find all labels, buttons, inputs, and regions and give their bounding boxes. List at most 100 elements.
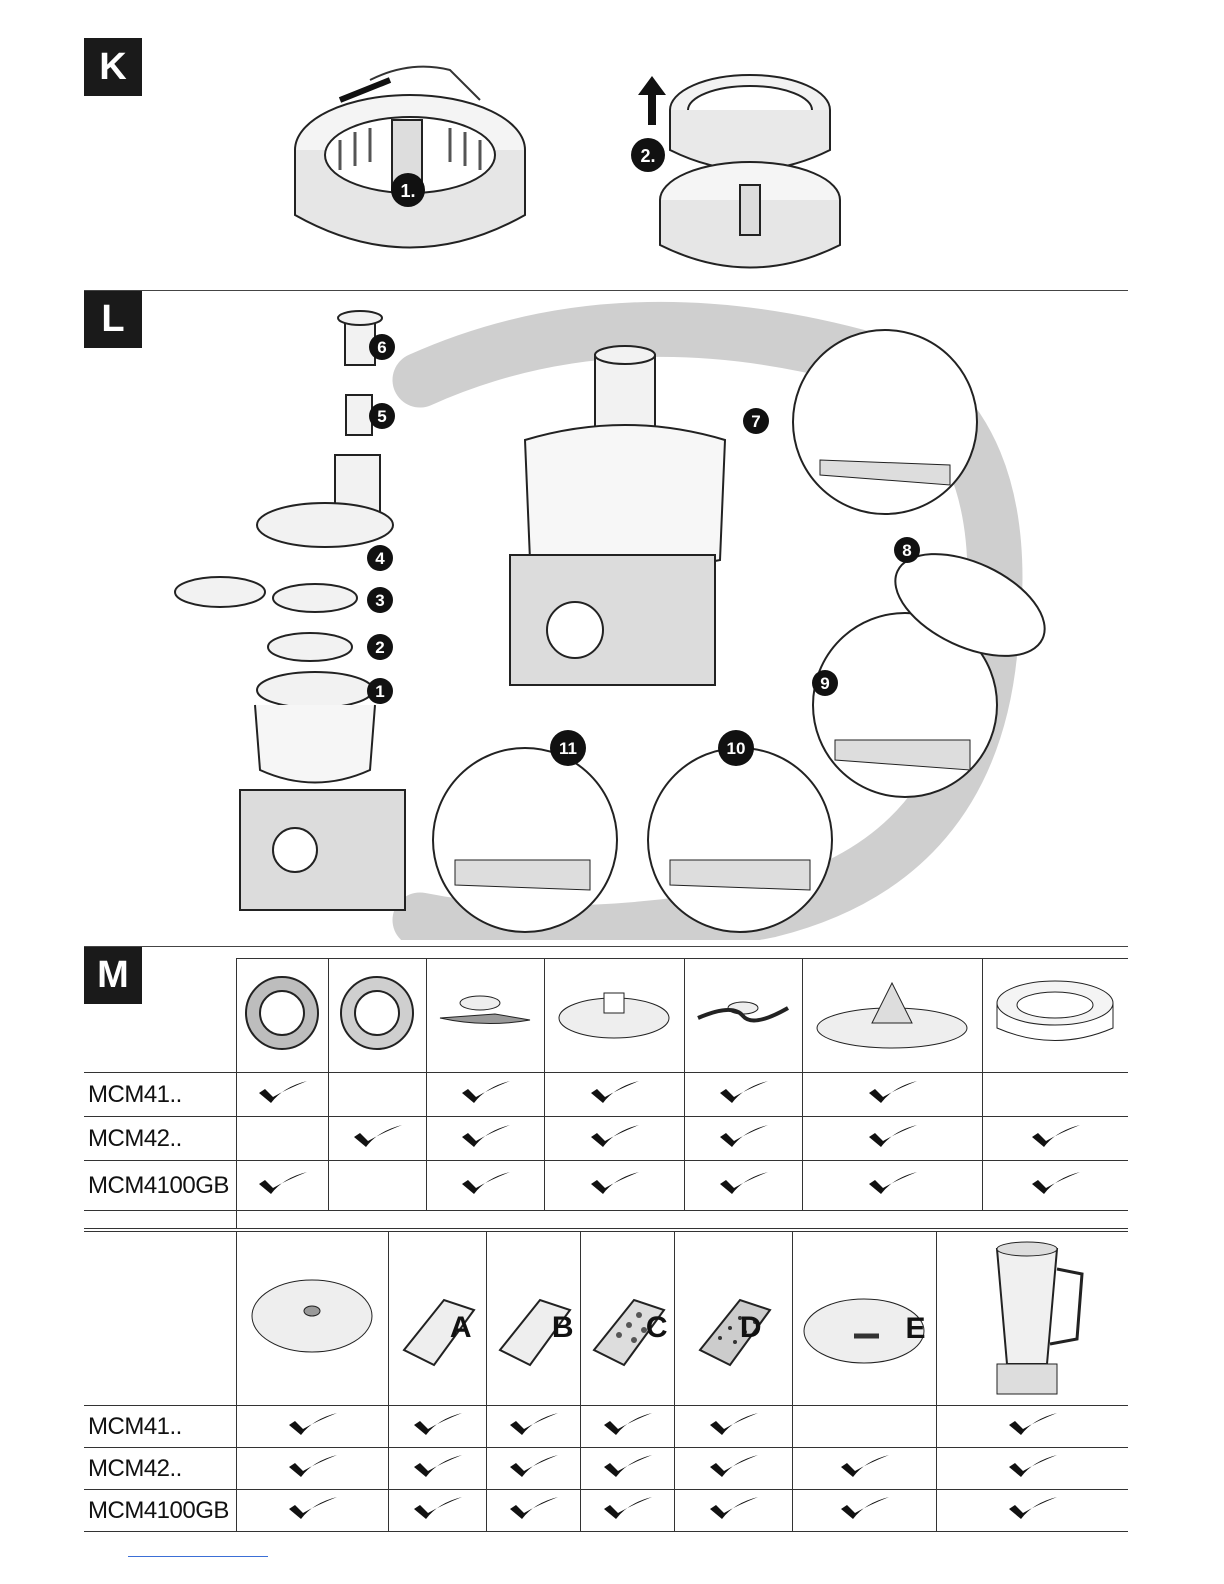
detail-circle-10 (648, 748, 832, 932)
model-name: MCM4100GB (84, 1161, 236, 1211)
insert-letter-b: B (552, 1311, 574, 1345)
check-icon (408, 1493, 466, 1523)
compatibility-table-bottom: A B C D E MCM41.. MCM42.. MCM4100GB (84, 1231, 1128, 1532)
check-icon (598, 1451, 656, 1481)
check-icon (704, 1493, 762, 1523)
dial-icon (337, 973, 417, 1053)
accessory-cell (236, 959, 328, 1073)
step-4-text: 4 (375, 549, 385, 568)
accessory-cell: B (486, 1232, 580, 1406)
check-icon (456, 1077, 514, 1107)
check-cell (674, 1406, 792, 1448)
check-icon (504, 1493, 562, 1523)
spacer-cell (84, 1211, 236, 1229)
sieve-removal-step-1 (295, 67, 525, 248)
step-3-text: 3 (375, 591, 384, 610)
sieve-removal-step-2 (660, 75, 840, 268)
step-2-text: 2. (640, 146, 655, 166)
step-1-text: 1. (400, 181, 415, 201)
accessory-header-row: A B C D E (84, 1232, 1128, 1406)
slicing-disc-icon (247, 1271, 377, 1361)
check-cell (936, 1490, 1128, 1532)
section-l-illustration: 6 5 4 3 2 1 7 8 9 10 11 (170, 300, 1060, 940)
check-cell (236, 1448, 388, 1490)
model-name: MCM42.. (84, 1448, 236, 1490)
insert-letter-d: D (740, 1311, 762, 1345)
table-row: MCM42.. (84, 1448, 1128, 1490)
check-icon (598, 1409, 656, 1439)
insert-letter-a: A (450, 1311, 472, 1345)
lift-arrow (638, 76, 666, 125)
footer-link-underline[interactable] (128, 1556, 268, 1557)
check-cell (388, 1448, 486, 1490)
check-icon (348, 1121, 406, 1151)
check-cell (328, 1073, 426, 1117)
check-cell (936, 1448, 1128, 1490)
check-cell (792, 1406, 936, 1448)
check-cell (580, 1490, 674, 1532)
step-10-text: 10 (727, 739, 746, 758)
check-icon (283, 1451, 341, 1481)
check-icon (714, 1168, 772, 1198)
section-k-label: K (84, 38, 142, 96)
check-cell (792, 1448, 936, 1490)
check-cell (674, 1448, 792, 1490)
check-icon (863, 1121, 921, 1151)
divider-k-l (84, 290, 1128, 291)
step-9-text: 9 (820, 674, 829, 693)
check-cell (426, 1073, 544, 1117)
model-name: MCM41.. (84, 1406, 236, 1448)
divider-l-m (84, 946, 1128, 947)
accessory-header-row (84, 959, 1128, 1073)
accessory-cell (236, 1232, 388, 1406)
accessory-cell (426, 959, 544, 1073)
check-cell (544, 1161, 684, 1211)
model-name: MCM41.. (84, 1073, 236, 1117)
check-cell (674, 1490, 792, 1532)
citrus-press-icon (812, 973, 972, 1053)
detail-circle-7 (793, 330, 977, 514)
check-icon (585, 1121, 643, 1151)
lid-icon (554, 983, 674, 1043)
check-icon (585, 1168, 643, 1198)
check-icon (283, 1409, 341, 1439)
check-icon (863, 1077, 921, 1107)
check-cell (426, 1161, 544, 1211)
check-icon (408, 1451, 466, 1481)
check-cell (684, 1117, 802, 1161)
check-cell (802, 1073, 982, 1117)
table-row: MCM41.. (84, 1073, 1128, 1117)
check-icon (835, 1451, 893, 1481)
check-icon (863, 1168, 921, 1198)
model-name: MCM42.. (84, 1117, 236, 1161)
blade-icon (693, 988, 793, 1038)
check-cell (684, 1073, 802, 1117)
accessory-cell (802, 959, 982, 1073)
check-cell (486, 1406, 580, 1448)
table-row: MCM4100GB (84, 1490, 1128, 1532)
check-cell (486, 1448, 580, 1490)
disc-letter-e: E (905, 1312, 925, 1346)
check-cell (426, 1117, 544, 1161)
accessory-cell: C (580, 1232, 674, 1406)
blender-icon (972, 1234, 1092, 1399)
step-8-text: 8 (902, 541, 911, 560)
check-cell (982, 1117, 1128, 1161)
check-cell (236, 1406, 388, 1448)
step-6-text: 6 (377, 338, 386, 357)
accessory-cell (544, 959, 684, 1073)
check-icon (283, 1493, 341, 1523)
section-k-illustration: 1. 2. (280, 40, 920, 288)
check-cell (328, 1117, 426, 1161)
accessory-cell (328, 959, 426, 1073)
check-cell (388, 1490, 486, 1532)
check-icon (1003, 1493, 1061, 1523)
check-icon (598, 1493, 656, 1523)
check-icon (704, 1409, 762, 1439)
detail-circle-11 (433, 748, 617, 932)
check-cell (982, 1161, 1128, 1211)
check-cell (328, 1161, 426, 1211)
check-icon (1003, 1451, 1061, 1481)
check-icon (1026, 1168, 1084, 1198)
model-name: MCM4100GB (84, 1490, 236, 1532)
